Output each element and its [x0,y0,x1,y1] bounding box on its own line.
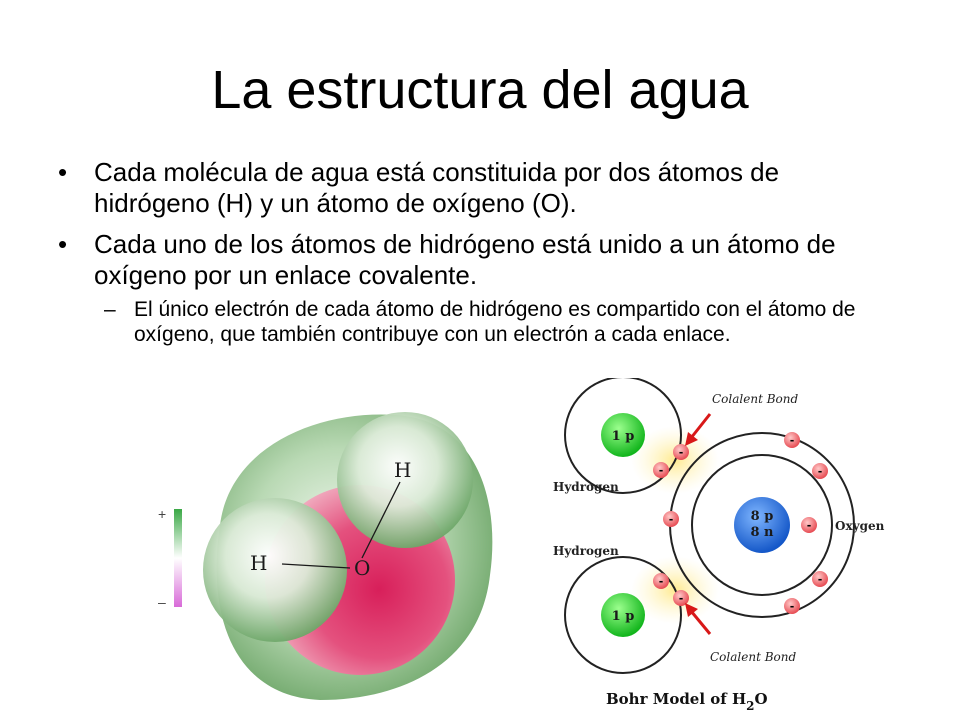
svg-text:-: - [807,517,811,532]
bohr-model-figure: 1 p 1 p 8 p 8 n - - - - - - - - - - Cola… [553,378,885,713]
covalent-bond-label-top: Colalent Bond [712,392,798,406]
scale-plus-label: + [158,506,166,522]
electron: - [663,511,679,527]
hydrogen-shell [564,378,682,494]
sub-bullet-marker: – [104,298,116,321]
atom-label-o: O [354,556,370,580]
oxygen-label: Oxygen [835,519,885,533]
hydrogen-atom-region [337,412,473,548]
svg-text:-: - [669,511,673,526]
electron: - [812,571,828,587]
svg-text:-: - [790,432,794,447]
oxygen-inner-shell [691,454,833,596]
sub-bullet-text: El único electrón de cada átomo de hidró… [134,298,856,346]
electron: - [673,590,689,606]
atom-label-h: H [250,551,267,575]
electron: - [801,517,817,533]
electron: - [653,462,669,478]
svg-text:-: - [659,573,663,588]
bullet-item: • Cada uno de los átomos de hidrógeno es… [58,229,898,291]
charge-scale-bar [174,509,182,607]
bullet-text: Cada molécula de agua está constituida p… [94,157,780,218]
scale-minus-label: – [158,594,166,610]
hydrogen-nucleus [601,413,645,457]
oxygen-nucleus [734,497,790,553]
space-fill-model-figure: H H O + – [150,385,510,710]
slide-title: La estructura del agua [211,60,749,120]
svg-text:-: - [679,444,683,459]
hydrogen-nucleus [601,593,645,637]
svg-text:-: - [818,571,822,586]
electron-group: - - - - - - - - - - [653,432,828,614]
hydrogen-atom-region [203,498,347,642]
hydrogen-nucleus-label: 1 p [612,609,635,624]
sub-bullet-item: – El único electrón de cada átomo de hid… [58,297,898,347]
bohr-caption: Bohr Model of H2O [606,690,768,713]
electron: - [812,463,828,479]
electron: - [673,444,689,460]
bond-line [361,481,401,559]
electron: - [653,573,669,589]
bullet-item: • Cada molécula de agua está constituida… [58,157,898,219]
hydrogen-label-bottom: Hydrogen [553,544,619,558]
oxygen-nucleus-protons: 8 p [751,509,774,524]
bullet-text: Cada uno de los átomos de hidrógeno está… [94,229,836,290]
hydrogen-nucleus-label: 1 p [612,429,635,444]
svg-text:-: - [818,463,822,478]
hydrogen-shell [564,556,682,674]
svg-text:-: - [659,462,663,477]
oxygen-nucleus-neutrons: 8 n [750,525,774,540]
svg-text:-: - [679,590,683,605]
electron: - [784,432,800,448]
bullet-marker: • [58,157,68,187]
bond-arrow [685,603,712,635]
bullet-marker: • [58,229,68,259]
covalent-bond-label-bottom: Colalent Bond [710,650,796,664]
atom-label-h: H [394,458,411,482]
hydrogen-label-top: Hydrogen [553,480,619,494]
electron: - [784,598,800,614]
bullet-list: • Cada molécula de agua está constituida… [58,157,898,347]
bond-arrow [685,413,712,446]
svg-text:-: - [790,598,794,613]
bond-line [281,563,351,569]
